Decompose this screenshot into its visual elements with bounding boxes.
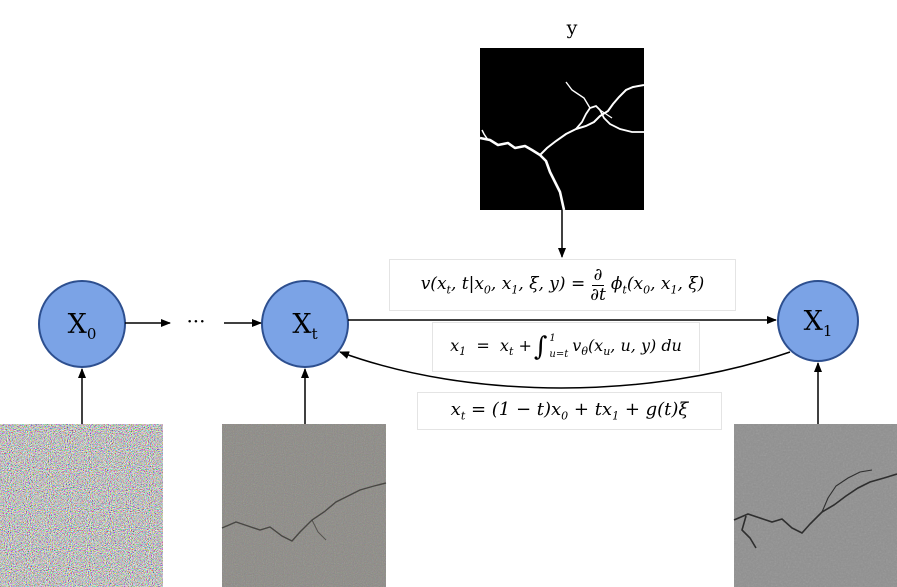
- ellipsis: ···: [186, 309, 205, 333]
- interpolation-equation: xt = (1 − t)x0 + tx1 + g(t)ξ: [417, 392, 722, 430]
- node-x0: X0: [38, 280, 126, 368]
- clean-asphalt-image: [733, 424, 897, 587]
- svg-text:Xt: Xt: [292, 309, 317, 343]
- arrow-x1-to-xt: [339, 351, 791, 389]
- condition-label: y: [566, 17, 578, 39]
- node-xt: Xt: [261, 280, 349, 368]
- crack-mask-image: [479, 48, 645, 211]
- noise-image: [0, 424, 163, 587]
- svg-text:X1: X1: [804, 306, 833, 340]
- velocity-equation: v(xt, t|x0, x1, ξ, y) = ∂∂t ϕt(x0, x1, ξ…: [389, 259, 736, 311]
- svg-text:X0: X0: [68, 309, 97, 343]
- node-x1: X1: [777, 280, 859, 362]
- noisy-asphalt-image: [221, 424, 387, 587]
